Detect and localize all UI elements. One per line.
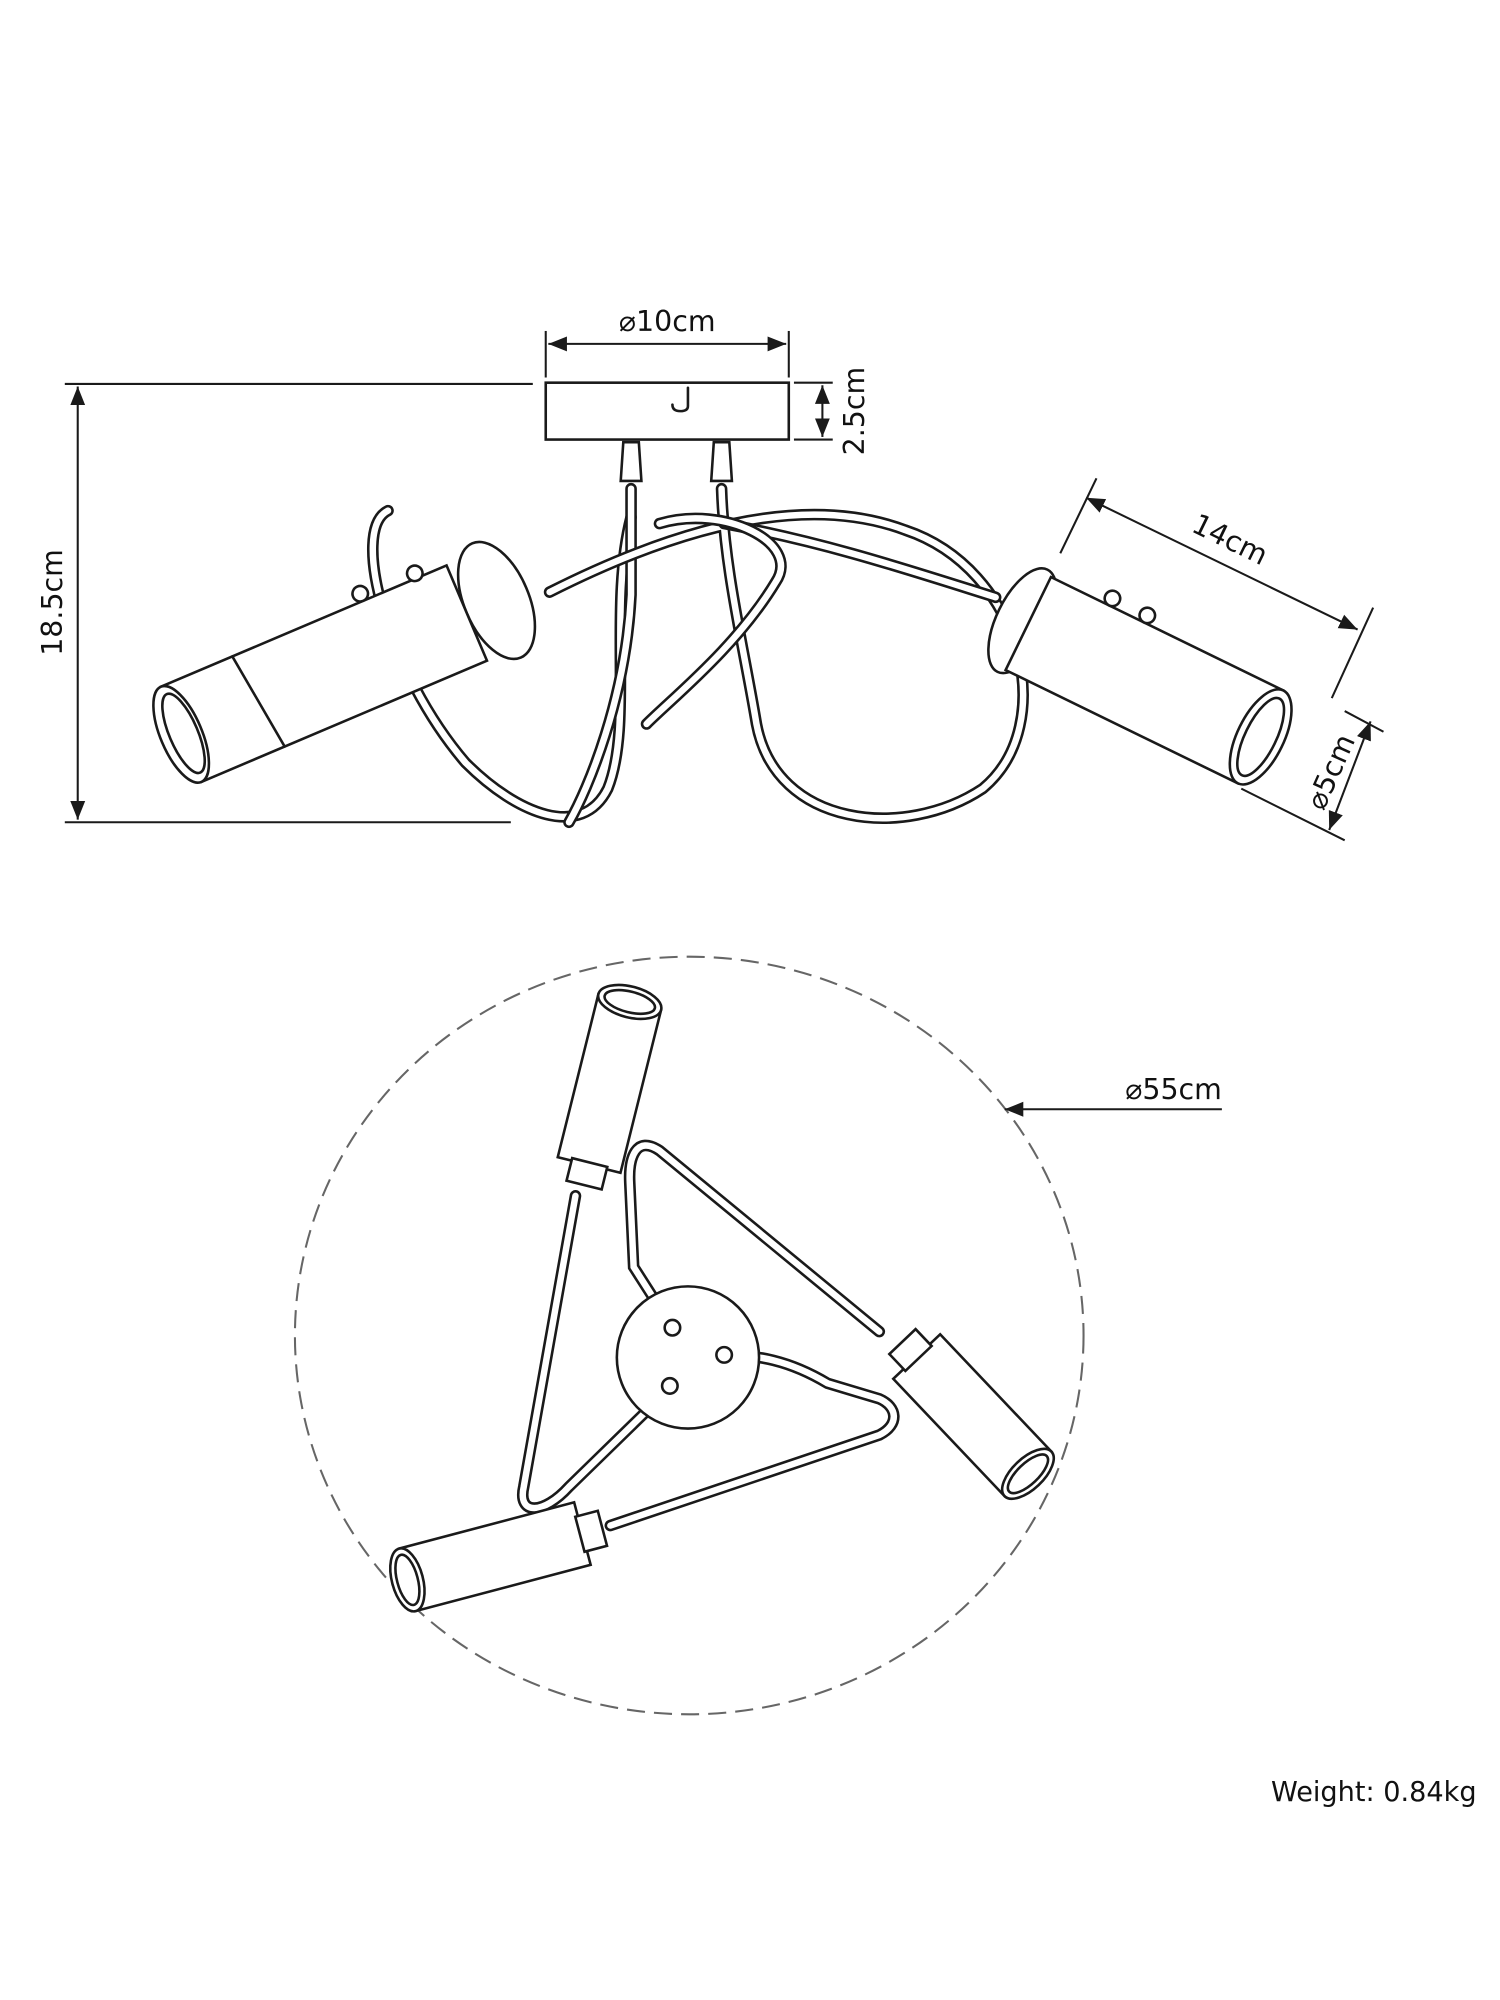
arm-stem-left <box>563 482 637 829</box>
weight-label: Weight: 0.84kg <box>1271 1777 1477 1808</box>
stem-connector-right <box>709 440 734 483</box>
canopy-height-label: 2.5cm <box>838 367 871 456</box>
total-height-label: 18.5cm <box>36 549 69 656</box>
dimension-overall-diameter: ⌀55cm <box>1004 1073 1222 1117</box>
arm-right <box>640 512 1002 730</box>
ceiling-rose <box>615 1285 761 1430</box>
top-spotlight <box>556 983 663 1192</box>
canopy-diameter-label: ⌀10cm <box>619 305 716 338</box>
top-view: ⌀55cm <box>293 955 1222 1716</box>
arm-main-loop <box>543 482 1029 824</box>
hook-icon <box>671 386 690 413</box>
left-spotlight <box>152 540 537 784</box>
shade-length-label: 14cm <box>1187 507 1273 572</box>
stem-connector-left <box>619 440 643 483</box>
left-spotlight-top <box>388 1500 609 1613</box>
right-spotlight-top <box>887 1327 1056 1501</box>
dimension-canopy-height: 2.5cm <box>793 367 871 456</box>
dimension-canopy-diameter: ⌀10cm <box>544 305 790 378</box>
ceiling-canopy <box>544 381 791 441</box>
side-view: ⌀10cm 2.5cm 18.5cm 14cm ⌀5cm <box>36 305 1384 842</box>
right-spotlight <box>987 567 1293 786</box>
shade-diameter-label: ⌀5cm <box>1300 729 1362 814</box>
dimension-total-height: 18.5cm <box>36 382 533 824</box>
spread-circle <box>293 955 1085 1716</box>
overall-diameter-label: ⌀55cm <box>1125 1073 1222 1106</box>
